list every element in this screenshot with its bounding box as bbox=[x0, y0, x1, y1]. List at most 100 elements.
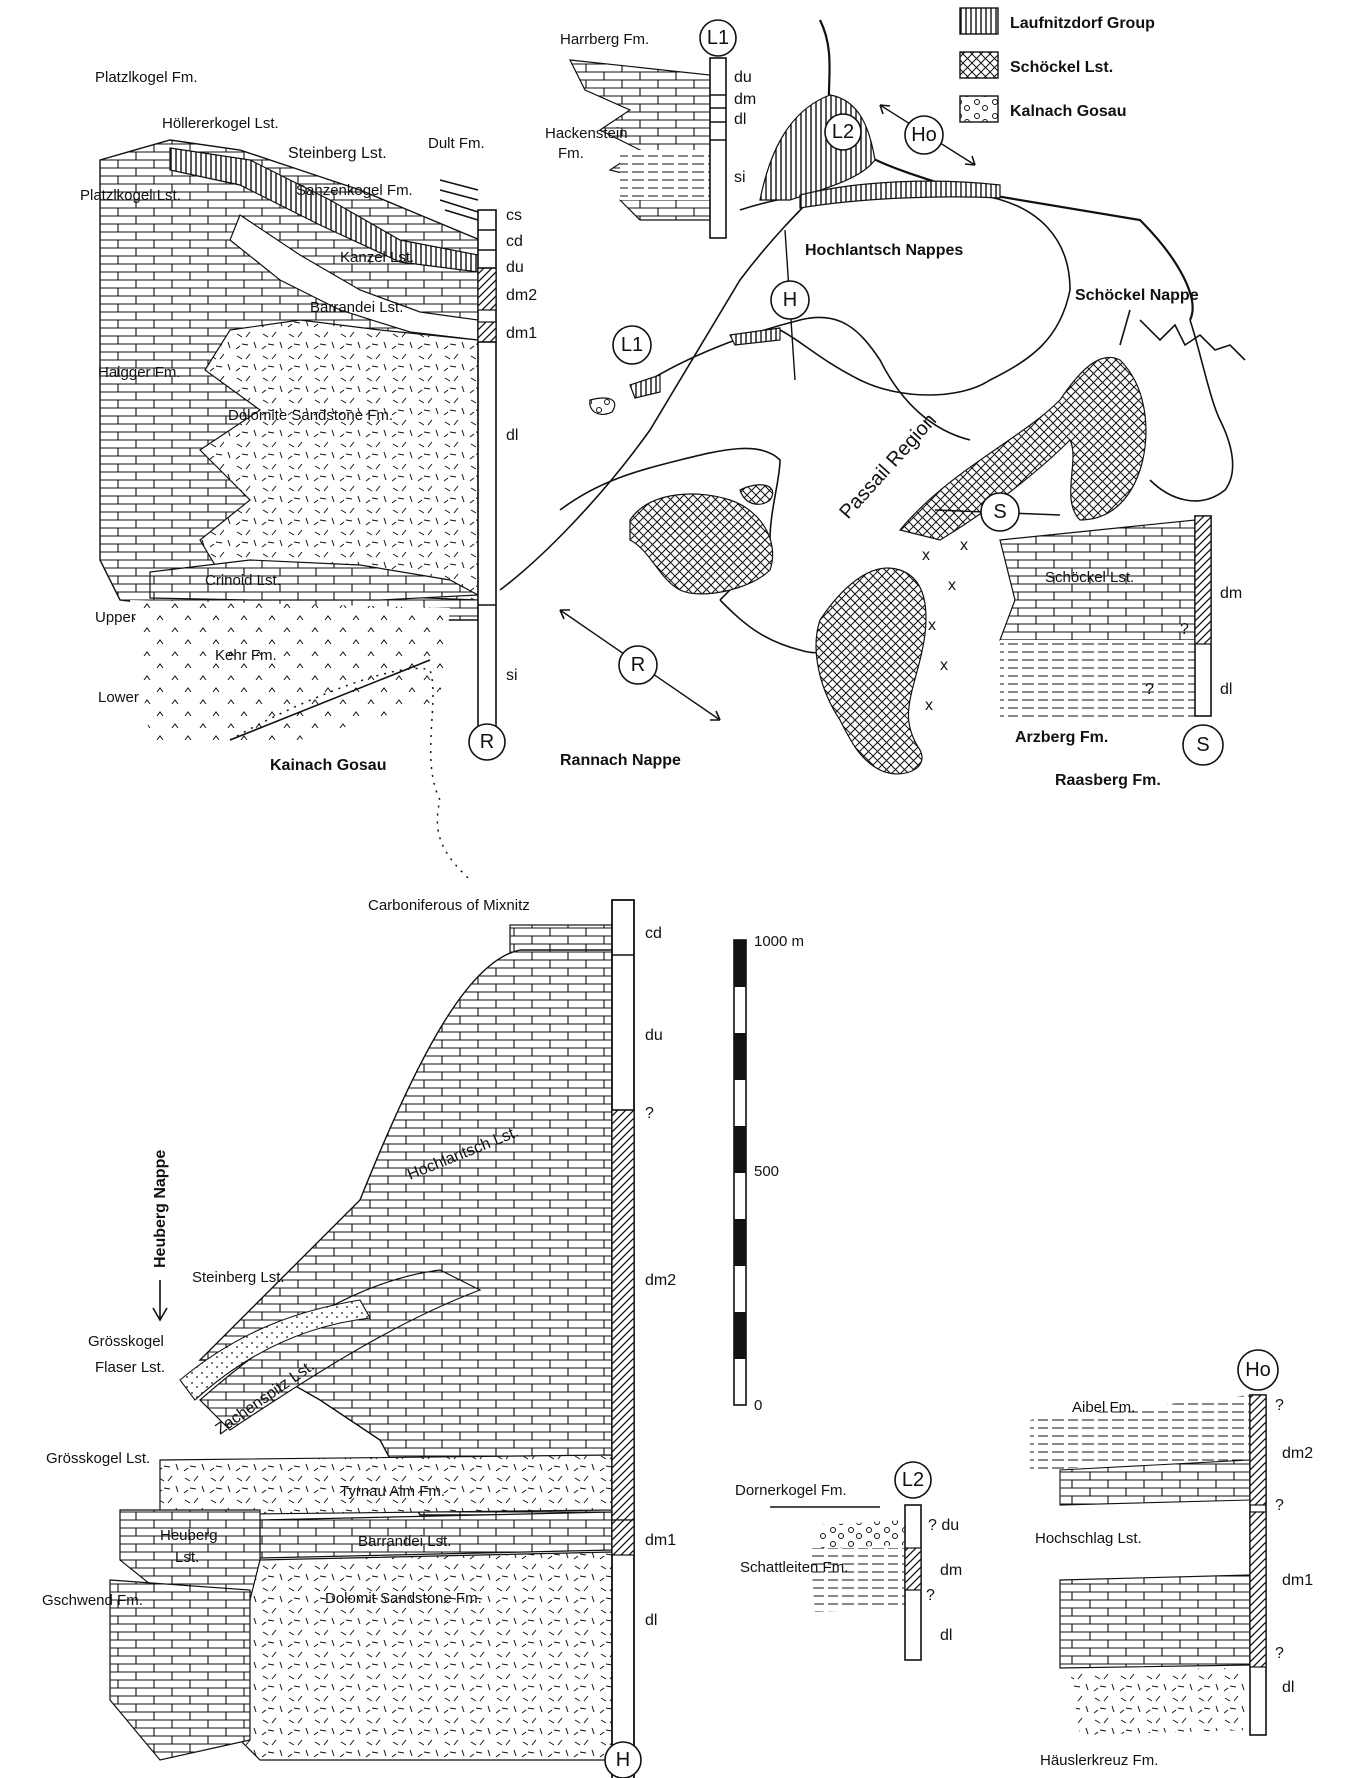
map-x-mark-5: x bbox=[925, 697, 933, 714]
section-l1-column bbox=[710, 58, 726, 238]
scale-seg-4 bbox=[734, 1219, 746, 1266]
section-r-column-dm2 bbox=[478, 268, 496, 310]
section-r-label-kanzel: Kanzel Lst. bbox=[340, 249, 414, 266]
section-r-label-platzlkogel-fm: Platzlkogel Fm. bbox=[95, 69, 198, 86]
section-s-label-schockel: Schöckel Lst. bbox=[1045, 569, 1134, 586]
map-label-schockel-nappe: Schöckel Nappe bbox=[1075, 287, 1199, 304]
section-ho-unit-q1: ? bbox=[1275, 1397, 1284, 1414]
section-l2: L2 ? du dm ? dl Dornerkogel Fm. Schattle… bbox=[735, 1462, 962, 1660]
section-l1-label-hackenstein-1: Hackenstein bbox=[545, 125, 628, 142]
section-ho: Ho ? dm2 ? dm1 ? dl Aibel Fm. Hochschlag… bbox=[1030, 1350, 1313, 1769]
section-r-kehr bbox=[130, 600, 450, 740]
map-marker-l2-label: L2 bbox=[832, 121, 854, 143]
section-r-unit-cd: cd bbox=[506, 233, 523, 250]
section-s-unit-dl: dl bbox=[1220, 681, 1232, 698]
section-ho-unit-dl: dl bbox=[1282, 1679, 1294, 1696]
section-r-marker-label: R bbox=[480, 731, 494, 753]
section-r-label-hollererkogel: Höllererkogel Lst. bbox=[162, 115, 279, 132]
section-s-unit-q2: ? bbox=[1145, 681, 1154, 698]
section-r-unit-dl: dl bbox=[506, 427, 518, 444]
section-r-unit-dm2: dm2 bbox=[506, 287, 537, 304]
legend-swatch-schockel bbox=[960, 52, 998, 78]
section-ho-unit-dm1: dm1 bbox=[1282, 1572, 1313, 1589]
scale-seg-2 bbox=[734, 1033, 746, 1080]
section-s-marker-label: S bbox=[1196, 734, 1209, 756]
section-h-label-grosskogel-1: Grösskogel bbox=[88, 1333, 164, 1350]
map-laufnitzdorf-l2 bbox=[760, 95, 875, 200]
section-ho-unit-q2: ? bbox=[1275, 1497, 1284, 1514]
section-h-label-heuberg-2: Lst. bbox=[175, 1549, 199, 1566]
map-marker-ho-label: Ho bbox=[911, 124, 937, 146]
section-l1-unit-si: si bbox=[734, 169, 746, 186]
section-r-label-platzlkogel-lst: Platzlkogel Lst. bbox=[80, 187, 181, 204]
section-s-shale bbox=[1000, 640, 1195, 720]
section-l1-unit-dl: dl bbox=[734, 111, 746, 128]
section-l1-shale bbox=[620, 150, 710, 200]
section-ho-label-hochschlag: Hochschlag Lst. bbox=[1035, 1530, 1142, 1547]
map-schockel-west bbox=[630, 494, 773, 594]
map-x-mark-4: x bbox=[940, 657, 948, 674]
section-r-label-kehr: Kehr Fm. bbox=[215, 647, 277, 664]
section-l2-unit-dm: dm bbox=[940, 1562, 962, 1579]
section-h-column-dm2 bbox=[612, 1110, 634, 1520]
section-ho-label-hauslerkreuz: Häuslerkreuz Fm. bbox=[1040, 1752, 1158, 1769]
map-x-mark-2: x bbox=[948, 577, 956, 594]
section-l2-label-dornerkogel: Dornerkogel Fm. bbox=[735, 1482, 847, 1499]
scale-label-mid: 500 bbox=[754, 1163, 779, 1180]
section-h-hochlantsch bbox=[200, 950, 612, 1515]
section-h-unit-cd: cd bbox=[645, 925, 662, 942]
section-r-unit-cs: cs bbox=[506, 207, 522, 224]
map-outer-boundary bbox=[820, 20, 1193, 320]
section-l2-column-dm bbox=[905, 1548, 921, 1590]
section-ho-marker-label: Ho bbox=[1245, 1359, 1271, 1381]
section-r-dult bbox=[440, 180, 478, 220]
section-h-label-heuberg-nappe: Heuberg Nappe bbox=[152, 1150, 169, 1268]
map-marker-s-label: S bbox=[993, 501, 1006, 523]
map-x-mark-3: x bbox=[928, 617, 936, 634]
section-ho-aibel-shale bbox=[1030, 1395, 1250, 1470]
map-x-mark-6: x bbox=[960, 537, 968, 554]
section-s-unit-q1: ? bbox=[1180, 621, 1189, 638]
section-l2-marker-label: L2 bbox=[902, 1469, 924, 1491]
section-r-label-steinberg: Steinberg Lst. bbox=[288, 145, 387, 162]
section-l1-label-harrberg: Harrberg Fm. bbox=[560, 31, 649, 48]
section-r-label-dolomite: Dolomite Sandstone Fm. bbox=[228, 407, 393, 424]
legend-swatch-laufnitzdorf bbox=[960, 8, 998, 34]
scale-label-bottom: 0 bbox=[754, 1397, 762, 1414]
map-label-hochlantsch: Hochlantsch Nappes bbox=[805, 242, 963, 259]
section-ho-unit-dm2: dm2 bbox=[1282, 1445, 1313, 1462]
section-ho-column-dm2 bbox=[1250, 1395, 1266, 1505]
scale-label-top: 1000 m bbox=[754, 933, 804, 950]
section-l2-label-schattleiten: Schattleiten Fm. bbox=[740, 1559, 848, 1576]
section-h-unit-dm2: dm2 bbox=[645, 1272, 676, 1289]
section-h-label-mixnitz: Carboniferous of Mixnitz bbox=[368, 897, 530, 914]
map-kalnach bbox=[590, 398, 615, 414]
section-ho-dl bbox=[1070, 1668, 1250, 1735]
map-schockel-south bbox=[816, 568, 926, 774]
map-marker-h-label: H bbox=[783, 289, 797, 311]
section-r-label-haigger: Haigger Fm. bbox=[98, 364, 181, 381]
section-l1-marker-label: L1 bbox=[707, 27, 729, 49]
section-l2-unit-du: ? du bbox=[928, 1517, 959, 1534]
scale-seg-5 bbox=[734, 1312, 746, 1359]
section-h-unit-du: du bbox=[645, 1027, 663, 1044]
section-r-column-dm1 bbox=[478, 322, 496, 342]
section-l2-unit-dl: dl bbox=[940, 1627, 952, 1644]
map-laufnitzdorf-small bbox=[730, 328, 780, 345]
section-s-label-arzberg: Arzberg Fm. bbox=[1015, 729, 1108, 746]
map-marker-l1-label: L1 bbox=[621, 334, 643, 356]
section-s-label-raasberg: Raasberg Fm. bbox=[1055, 772, 1161, 789]
section-ho-column-dm1 bbox=[1250, 1512, 1266, 1667]
section-ho-label-aibel: Aibel Fm. bbox=[1072, 1399, 1135, 1416]
section-s-column-dm bbox=[1195, 516, 1211, 644]
section-h-label-steinberg: Steinberg Lst. bbox=[192, 1269, 285, 1286]
section-l2-conglomerate bbox=[820, 1520, 905, 1548]
section-r-label-upper: Upper bbox=[95, 609, 136, 626]
section-ho-hochschlag bbox=[1060, 1575, 1250, 1668]
section-r-label-dult: Dult Fm. bbox=[428, 135, 485, 152]
section-r-label-kalnach: Kainach Gosau bbox=[270, 757, 386, 774]
section-r-label-sanzenkogel: Sanzenkogel Fm. bbox=[296, 182, 413, 199]
map-schockel-main bbox=[900, 357, 1146, 540]
section-s: S dm ? ? dl Schöckel Lst. Arzberg Fm. Ra… bbox=[1000, 516, 1242, 789]
section-r-label-lower: Lower bbox=[98, 689, 139, 706]
